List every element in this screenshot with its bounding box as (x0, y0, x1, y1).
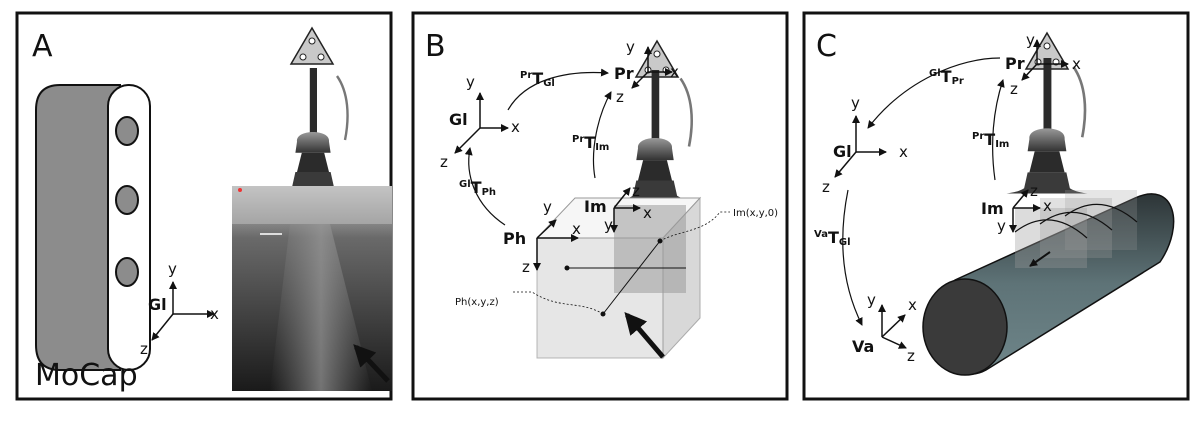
vessel-cylinder (922, 190, 1175, 376)
axis-z-label: z (907, 347, 915, 365)
axis-y-label: y (466, 73, 475, 91)
axis-z-label: z (440, 153, 448, 171)
frame-gl-label: Gl (449, 110, 468, 129)
transform-arrow (842, 189, 863, 326)
transform-va-gl: VaTGl (814, 228, 851, 248)
axis-y-label: y (1026, 31, 1035, 49)
transform-arrow (592, 91, 612, 179)
marker-sphere-icon (115, 257, 139, 287)
ultrasound-image (232, 186, 392, 391)
axis-x-label: x (572, 220, 581, 238)
axis-y-label: y (168, 260, 177, 278)
axis-y-label: y (867, 291, 876, 309)
frame-im-label: Im (981, 199, 1004, 218)
frame-pr-label: Pr (1005, 54, 1025, 73)
vessel-end-cap (922, 278, 1008, 376)
axis-x-label: x (210, 305, 219, 323)
transform-pr-im: PrTIm (972, 130, 1009, 150)
axis-z-label: z (616, 88, 624, 106)
axis-z-label: z (1030, 182, 1038, 200)
axis-x-label: x (670, 63, 679, 81)
panel-c: C y x z Gl y (802, 11, 1190, 401)
va-axes-c: y x z Va (852, 291, 917, 365)
transform-gl-pr: GlTPr (929, 67, 964, 87)
axis-y-label: y (997, 217, 1006, 235)
axis-x-label: x (643, 204, 652, 222)
image-arrow-icon (624, 311, 665, 359)
pr-axes-c: y x z Pr (1005, 31, 1081, 98)
axis-z-label: z (140, 340, 148, 358)
pr-axes-b: y x z Pr (614, 38, 679, 106)
im-axes-b: y x z Im (584, 182, 652, 234)
frame-pr-label: Pr (614, 64, 634, 83)
frame-va-label: Va (852, 337, 874, 356)
panel-a: A y x z Gl MoCap (15, 11, 393, 401)
axis-z-label: z (522, 258, 530, 276)
transform-gl-ph: GlTPh (459, 178, 496, 198)
axis-x-label: x (908, 296, 917, 314)
panel-c-letter: C (816, 29, 837, 64)
phantom-box (535, 196, 702, 360)
panel-b-letter: B (425, 29, 446, 64)
transform-arrow (992, 79, 1005, 181)
axis-y-label: y (543, 198, 552, 216)
gl-axes-a: y x z Gl (140, 260, 219, 358)
axis-x-label: x (1043, 197, 1052, 215)
transform-pr-im: PrTIm (572, 133, 609, 153)
axis-x-label: x (1072, 55, 1081, 73)
gl-axes-b: y x z Gl (440, 73, 520, 171)
mocap-title: MoCap (35, 358, 138, 393)
im-point-note: Im(x,y,0) (733, 208, 778, 219)
axis-x-label: x (899, 143, 908, 161)
panel-b: B y x z Gl (411, 11, 789, 401)
image-plane (614, 205, 686, 293)
marker-sphere-icon (115, 185, 139, 215)
axis-y-label: y (626, 38, 635, 56)
frame-ph-label: Ph (503, 229, 526, 248)
axis-y-label: y (604, 216, 613, 234)
mocap-cylinder (35, 84, 151, 371)
axis-x-label: x (511, 118, 520, 136)
transform-arrow (464, 147, 506, 226)
gl-axes-c: y x z Gl (822, 94, 908, 196)
image-arrow-icon (353, 344, 390, 383)
transform-pr-gl: PrTGl (520, 69, 555, 89)
ph-axes-b: z x y Ph (503, 198, 581, 276)
axis-y-label: y (851, 94, 860, 112)
im-axes-c: y x z Im (981, 182, 1052, 235)
transform-arrow (867, 57, 1001, 129)
frame-gl-label: Gl (833, 142, 852, 161)
frame-gl-label: Gl (148, 295, 167, 314)
axis-z-label: z (822, 178, 830, 196)
marker-sphere-icon (115, 116, 139, 146)
transform-arrow (507, 68, 609, 111)
panel-a-letter: A (32, 29, 53, 64)
axis-z-label: z (632, 182, 640, 200)
axis-z-label: z (1010, 80, 1018, 98)
frame-im-label: Im (584, 197, 607, 216)
sweep-arrow-icon (1029, 251, 1051, 267)
ph-point-note: Ph(x,y,z) (455, 297, 499, 308)
